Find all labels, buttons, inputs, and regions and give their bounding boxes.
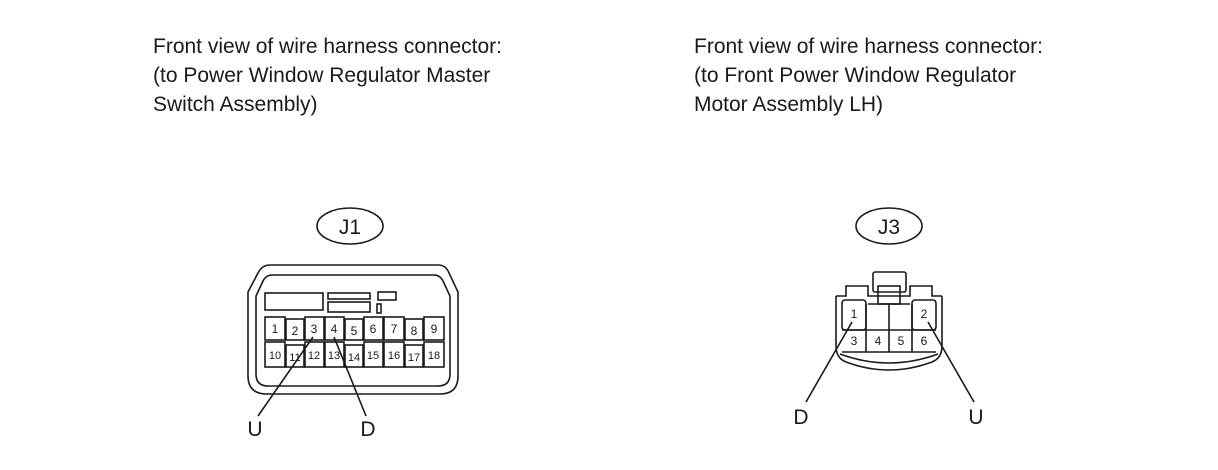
callout-d: D — [360, 418, 375, 441]
pin-label: 14 — [348, 352, 360, 364]
pin-cell — [285, 344, 305, 368]
j1-housing — [247, 264, 459, 395]
callout-d: D — [793, 406, 808, 429]
pin-label: 5 — [898, 334, 905, 348]
pin-cell — [423, 341, 445, 368]
pin-label: 18 — [428, 350, 440, 362]
caption-line: Switch Assembly) — [153, 93, 318, 116]
pin-cell — [363, 316, 384, 341]
pin-label: 15 — [367, 350, 379, 362]
pin-label: 6 — [370, 322, 377, 336]
pin-cell — [324, 341, 345, 368]
j1-key-slot — [377, 291, 397, 301]
j3-connector — [805, 207, 975, 403]
pin-cell — [285, 318, 305, 341]
pin-label: 5 — [351, 324, 358, 338]
j1-lock-tab — [264, 292, 324, 311]
pin-label: 8 — [411, 324, 418, 338]
pin-cell — [383, 316, 405, 341]
j1-key-slot — [327, 292, 371, 300]
pin-cell — [344, 344, 364, 368]
pin-cell — [304, 341, 325, 368]
pin-label: 11 — [289, 352, 300, 364]
pin-cell — [264, 316, 286, 341]
j1-connector — [247, 207, 459, 417]
j1-inner-panel — [255, 274, 451, 387]
pin-cell — [264, 341, 286, 368]
pin-label: 17 — [408, 352, 420, 364]
pin-label: 1 — [851, 307, 858, 321]
u-leader-line — [257, 336, 314, 417]
pin-label: 12 — [308, 350, 320, 362]
callout-u: U — [247, 418, 262, 441]
pin-cell — [404, 344, 424, 368]
pin-label: 2 — [921, 307, 928, 321]
d-leader-line — [805, 321, 853, 403]
pin-label: 4 — [331, 322, 338, 336]
pin-label: 1 — [272, 322, 279, 336]
j3-housing — [835, 296, 943, 371]
j1-id-oval — [316, 207, 384, 245]
caption-line: (to Front Power Window Regulator — [694, 64, 1017, 87]
caption-line: Front view of wire harness connector: — [694, 35, 1043, 58]
j3-label: J3 — [878, 216, 900, 239]
caption-line: Motor Assembly LH) — [694, 93, 884, 116]
pin-label: 10 — [269, 350, 281, 362]
pin-label: 3 — [851, 334, 858, 348]
j3-housing-top — [836, 285, 942, 297]
right-connector-caption: Front view of wire harness connector: (t… — [694, 32, 1043, 119]
caption-line: (to Power Window Regulator Master — [153, 64, 491, 87]
pin-label: 2 — [292, 324, 299, 338]
pin-cell — [363, 341, 384, 368]
j3-bottom-lip — [839, 353, 939, 364]
pin-cell — [304, 316, 325, 341]
j1-key-slot — [327, 301, 371, 313]
pin-label: 16 — [388, 350, 400, 362]
j1-key-slot — [376, 303, 382, 314]
left-connector-caption: Front view of wire harness connector: (t… — [153, 32, 502, 119]
u-leader-line — [927, 321, 975, 403]
pin-label: 13 — [328, 350, 340, 362]
caption-line: Front view of wire harness connector: — [153, 35, 502, 58]
pin-label: 9 — [431, 322, 438, 336]
d-leader-line — [333, 336, 367, 417]
j3-latch-inner — [877, 285, 901, 305]
callout-u: U — [968, 406, 983, 429]
pin-label: 4 — [875, 334, 882, 348]
pin-cell — [423, 316, 445, 341]
pin-label: 6 — [921, 334, 928, 348]
pin-cell — [383, 341, 405, 368]
pin-cell — [404, 318, 424, 341]
j1-label: J1 — [339, 216, 361, 239]
pin-cell — [344, 318, 364, 341]
pin-label: 3 — [311, 322, 318, 336]
j3-id-oval — [855, 207, 923, 245]
pin-label: 7 — [391, 322, 398, 336]
j3-latch — [872, 271, 907, 293]
